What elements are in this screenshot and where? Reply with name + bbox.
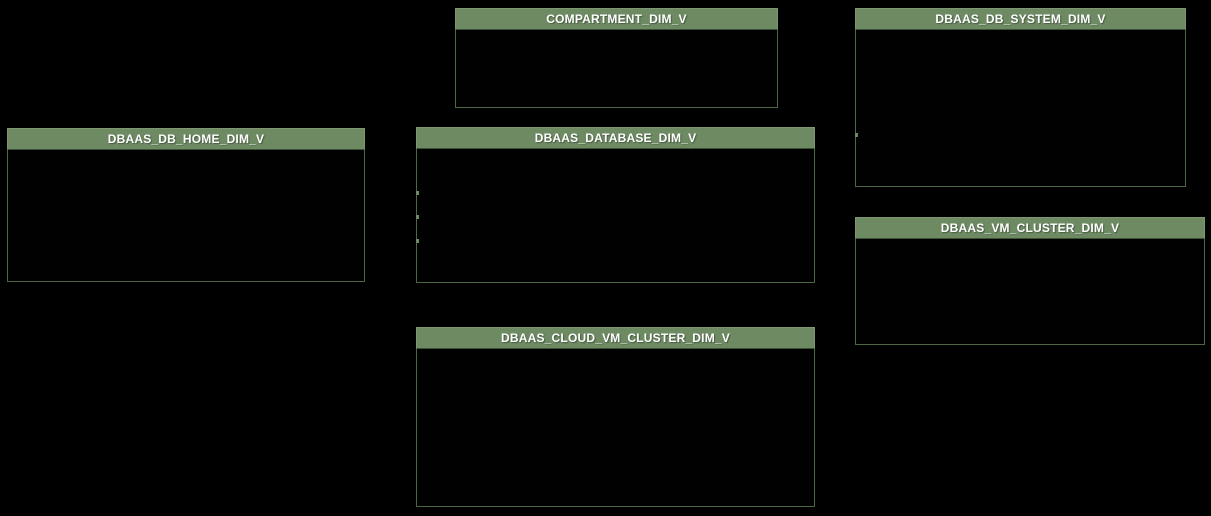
entity-body	[455, 30, 778, 108]
entity-title: COMPARTMENT_DIM_V	[546, 12, 687, 26]
entity-title: DBAAS_CLOUD_VM_CLUSTER_DIM_V	[501, 331, 730, 345]
entity-header: DBAAS_DATABASE_DIM_V	[416, 127, 815, 149]
entity-title: DBAAS_DB_HOME_DIM_V	[107, 132, 265, 146]
entity-title: DBAAS_DB_SYSTEM_DIM_V	[935, 12, 1106, 26]
entity-body	[416, 149, 815, 283]
connector-anchor	[416, 215, 419, 219]
entity-body	[855, 30, 1186, 187]
entity-title: DBAAS_VM_CLUSTER_DIM_V	[940, 221, 1120, 235]
entity-header: DBAAS_VM_CLUSTER_DIM_V	[855, 217, 1205, 239]
entity-body	[7, 150, 365, 282]
connector-anchor	[416, 239, 419, 243]
entity-title: DBAAS_DATABASE_DIM_V	[534, 131, 697, 145]
connector-anchor	[855, 133, 858, 137]
entity-dbaas-db-home-dim-v[interactable]: DBAAS_DB_HOME_DIM_V	[7, 128, 365, 282]
entity-dbaas-cloud-vm-cluster-dim-v[interactable]: DBAAS_CLOUD_VM_CLUSTER_DIM_V	[416, 327, 815, 507]
connector-anchor	[416, 191, 419, 195]
entity-body	[416, 349, 815, 507]
entity-dbaas-vm-cluster-dim-v[interactable]: DBAAS_VM_CLUSTER_DIM_V	[855, 217, 1205, 345]
entity-header: DBAAS_DB_SYSTEM_DIM_V	[855, 8, 1186, 30]
entity-body	[855, 239, 1205, 345]
entity-dbaas-db-system-dim-v[interactable]: DBAAS_DB_SYSTEM_DIM_V	[855, 8, 1186, 187]
entity-header: DBAAS_CLOUD_VM_CLUSTER_DIM_V	[416, 327, 815, 349]
entity-dbaas-database-dim-v[interactable]: DBAAS_DATABASE_DIM_V	[416, 127, 815, 283]
entity-header: DBAAS_DB_HOME_DIM_V	[7, 128, 365, 150]
entity-header: COMPARTMENT_DIM_V	[455, 8, 778, 30]
entity-compartment-dim-v[interactable]: COMPARTMENT_DIM_V	[455, 8, 778, 108]
